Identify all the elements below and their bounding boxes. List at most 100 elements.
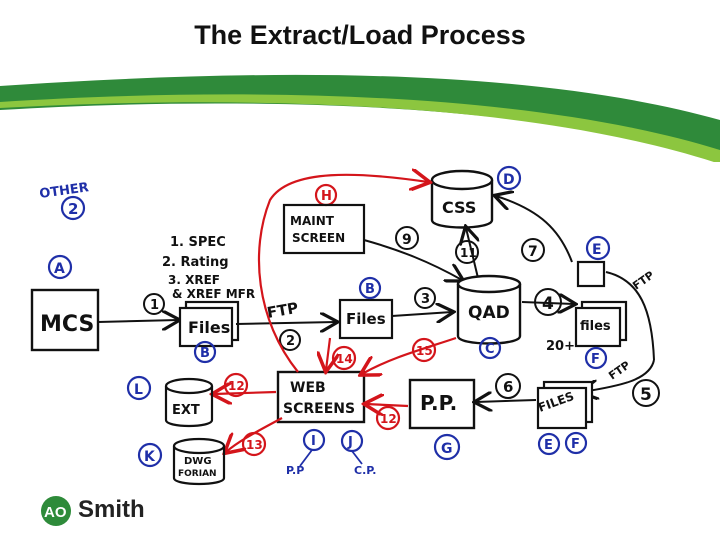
step-7: 7	[528, 244, 538, 260]
step-5-circle	[632, 379, 660, 407]
step-9: 9	[402, 232, 412, 248]
step-14: 14	[336, 352, 353, 366]
pp-box	[408, 378, 476, 430]
step-15: 15	[416, 344, 433, 358]
arrow-files3-css	[496, 196, 573, 263]
arrow-qad-css	[466, 228, 478, 279]
twenty-plus: 20+	[546, 339, 575, 354]
label-e-circle	[585, 235, 611, 261]
step-15-circle	[411, 337, 437, 363]
label-b2-circle	[358, 276, 382, 300]
label-c-circle	[478, 336, 502, 360]
web-screens-line2: SCREENS	[283, 401, 355, 417]
step-13-circle	[241, 431, 267, 457]
label-e2-circle	[537, 432, 561, 456]
extract-list-4: & XREF MFR	[172, 287, 255, 301]
label-i-circle	[302, 428, 326, 452]
dwg-label-line1: DWG	[184, 456, 212, 467]
step-4: 4	[542, 294, 554, 314]
label-e2: E	[544, 438, 553, 453]
arrow-files-files	[235, 322, 336, 324]
ftp-path-e	[605, 271, 655, 361]
ext-cylinder	[164, 386, 214, 428]
dwg-cylinder	[172, 446, 226, 486]
step-5: 5	[640, 385, 652, 405]
step-11: 11	[460, 246, 477, 260]
mcs-label: MCS	[40, 312, 94, 337]
cp-small-label: C.P.	[354, 464, 376, 477]
pp-label: P.P.	[420, 391, 457, 415]
step-1: 1	[150, 298, 159, 313]
ext-cylinder-top	[164, 377, 214, 395]
step-6-circle	[495, 373, 521, 399]
label-a-circle	[47, 254, 73, 280]
arrow-qad-files3	[521, 302, 574, 304]
arrow-i-pp	[299, 449, 313, 467]
web-screens-line1: WEB	[290, 380, 326, 396]
other-count: 2	[68, 200, 78, 218]
maint-screen-line1: MAINT	[290, 214, 335, 228]
extract-list-3: 3. XREF	[168, 273, 220, 287]
css-label: CSS	[442, 198, 476, 217]
label-k-circle	[137, 442, 163, 468]
files-box-1-label: Files	[188, 318, 230, 337]
red-arrow-pp-web	[366, 404, 409, 406]
extract-list-1: 1. SPEC	[170, 235, 226, 250]
arrow-maint-qad	[363, 239, 462, 280]
label-f2-circle	[564, 431, 588, 455]
ao-smith-logo-text: Smith	[78, 496, 145, 523]
arrow-files4-pp	[476, 400, 537, 402]
step-4-circle	[534, 288, 562, 316]
step-12b-circle	[375, 405, 401, 431]
ext-label: EXT	[172, 403, 200, 418]
label-d: D	[503, 172, 515, 188]
label-h: H	[321, 189, 332, 204]
step-12b: 12	[380, 412, 397, 426]
step-2: 2	[286, 334, 295, 349]
files-box-3-label: files	[580, 319, 611, 334]
maint-screen-box	[282, 203, 366, 255]
label-l: L	[134, 382, 143, 398]
ftp-label-1: FTP	[266, 299, 300, 322]
css-cylinder-top	[430, 169, 494, 191]
arrow-j-cp	[351, 450, 363, 465]
label-b: B	[200, 346, 210, 361]
step-3: 3	[421, 292, 430, 307]
arrow-files-qad	[391, 312, 452, 316]
label-a: A	[54, 261, 65, 277]
files-box-2	[338, 298, 394, 340]
files-box-4	[536, 386, 588, 430]
red-arrow-qad-web	[362, 336, 457, 374]
label-f-circle	[584, 346, 608, 370]
red-arrow-files2-web	[326, 337, 330, 370]
other-count-circle	[60, 195, 86, 221]
mcs-box	[30, 288, 100, 352]
label-l-circle	[126, 375, 152, 401]
files-box-2-label: Files	[346, 310, 386, 328]
label-e: E	[592, 242, 602, 258]
label-b-circle	[193, 340, 217, 364]
step-7-circle	[521, 238, 545, 262]
label-k: K	[144, 449, 156, 465]
label-g: G	[441, 441, 453, 457]
step-1-circle	[143, 293, 165, 315]
e-box	[576, 260, 606, 288]
green-banner	[0, 74, 720, 162]
slide-title: The Extract/Load Process	[194, 20, 526, 50]
extract-list-2: 2. Rating	[162, 255, 229, 270]
step-12a: 12	[228, 379, 245, 393]
arrow-mcs-files	[97, 320, 178, 322]
label-f2: F	[571, 437, 580, 452]
qad-cylinder	[456, 284, 522, 345]
maint-screen-line2: SCREEN	[292, 231, 345, 245]
qad-label: QAD	[468, 303, 510, 323]
red-arrow-web-dwg	[226, 417, 283, 452]
step-2-circle	[279, 329, 301, 351]
label-i: I	[311, 434, 316, 449]
pp-small-label: P.P	[286, 464, 304, 477]
ftp-path-5	[582, 359, 655, 392]
step-14-circle	[331, 345, 357, 371]
other-label: OTHER	[38, 180, 89, 202]
step-9-circle	[395, 226, 419, 250]
